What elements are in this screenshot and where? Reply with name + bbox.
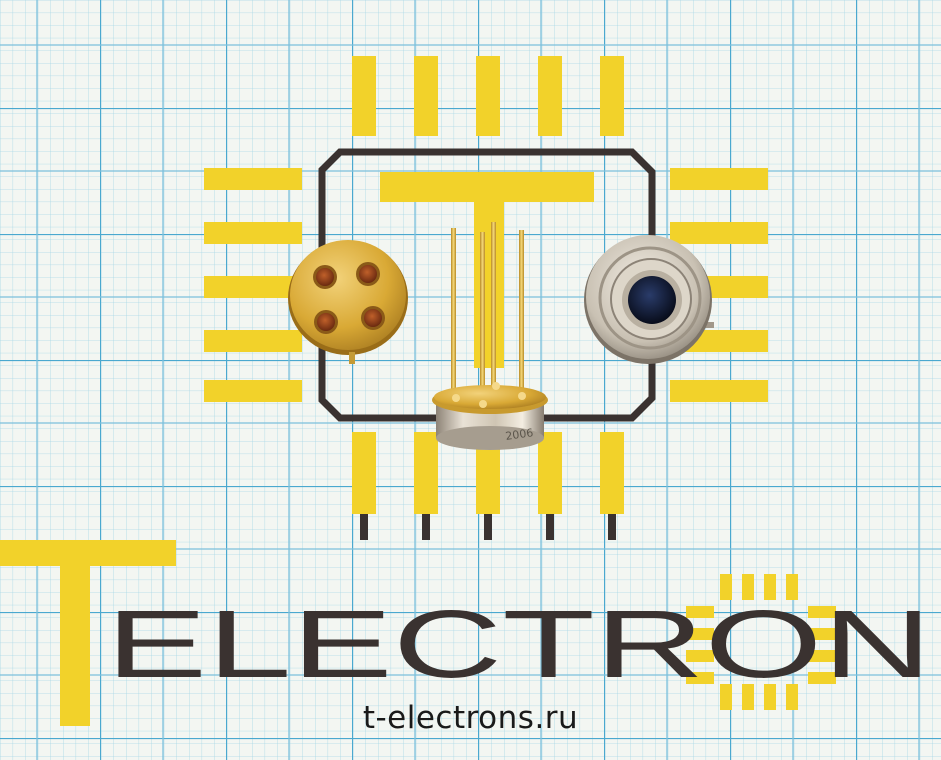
thermopile-sensor-top-icon: [584, 235, 714, 364]
component-marking: 2006: [505, 426, 535, 443]
website-url: t-electrons.ru: [362, 700, 579, 736]
wordmark-initial-stem: [60, 540, 90, 726]
wordmark-chip-icon: [686, 574, 836, 710]
to5-pins-side-icon: 2006: [432, 222, 548, 450]
wordmark-logo: ELECTRON: [0, 540, 932, 726]
wordmark-text: ELECTRON: [106, 591, 932, 698]
to5-gold-header-icon: [288, 240, 408, 364]
